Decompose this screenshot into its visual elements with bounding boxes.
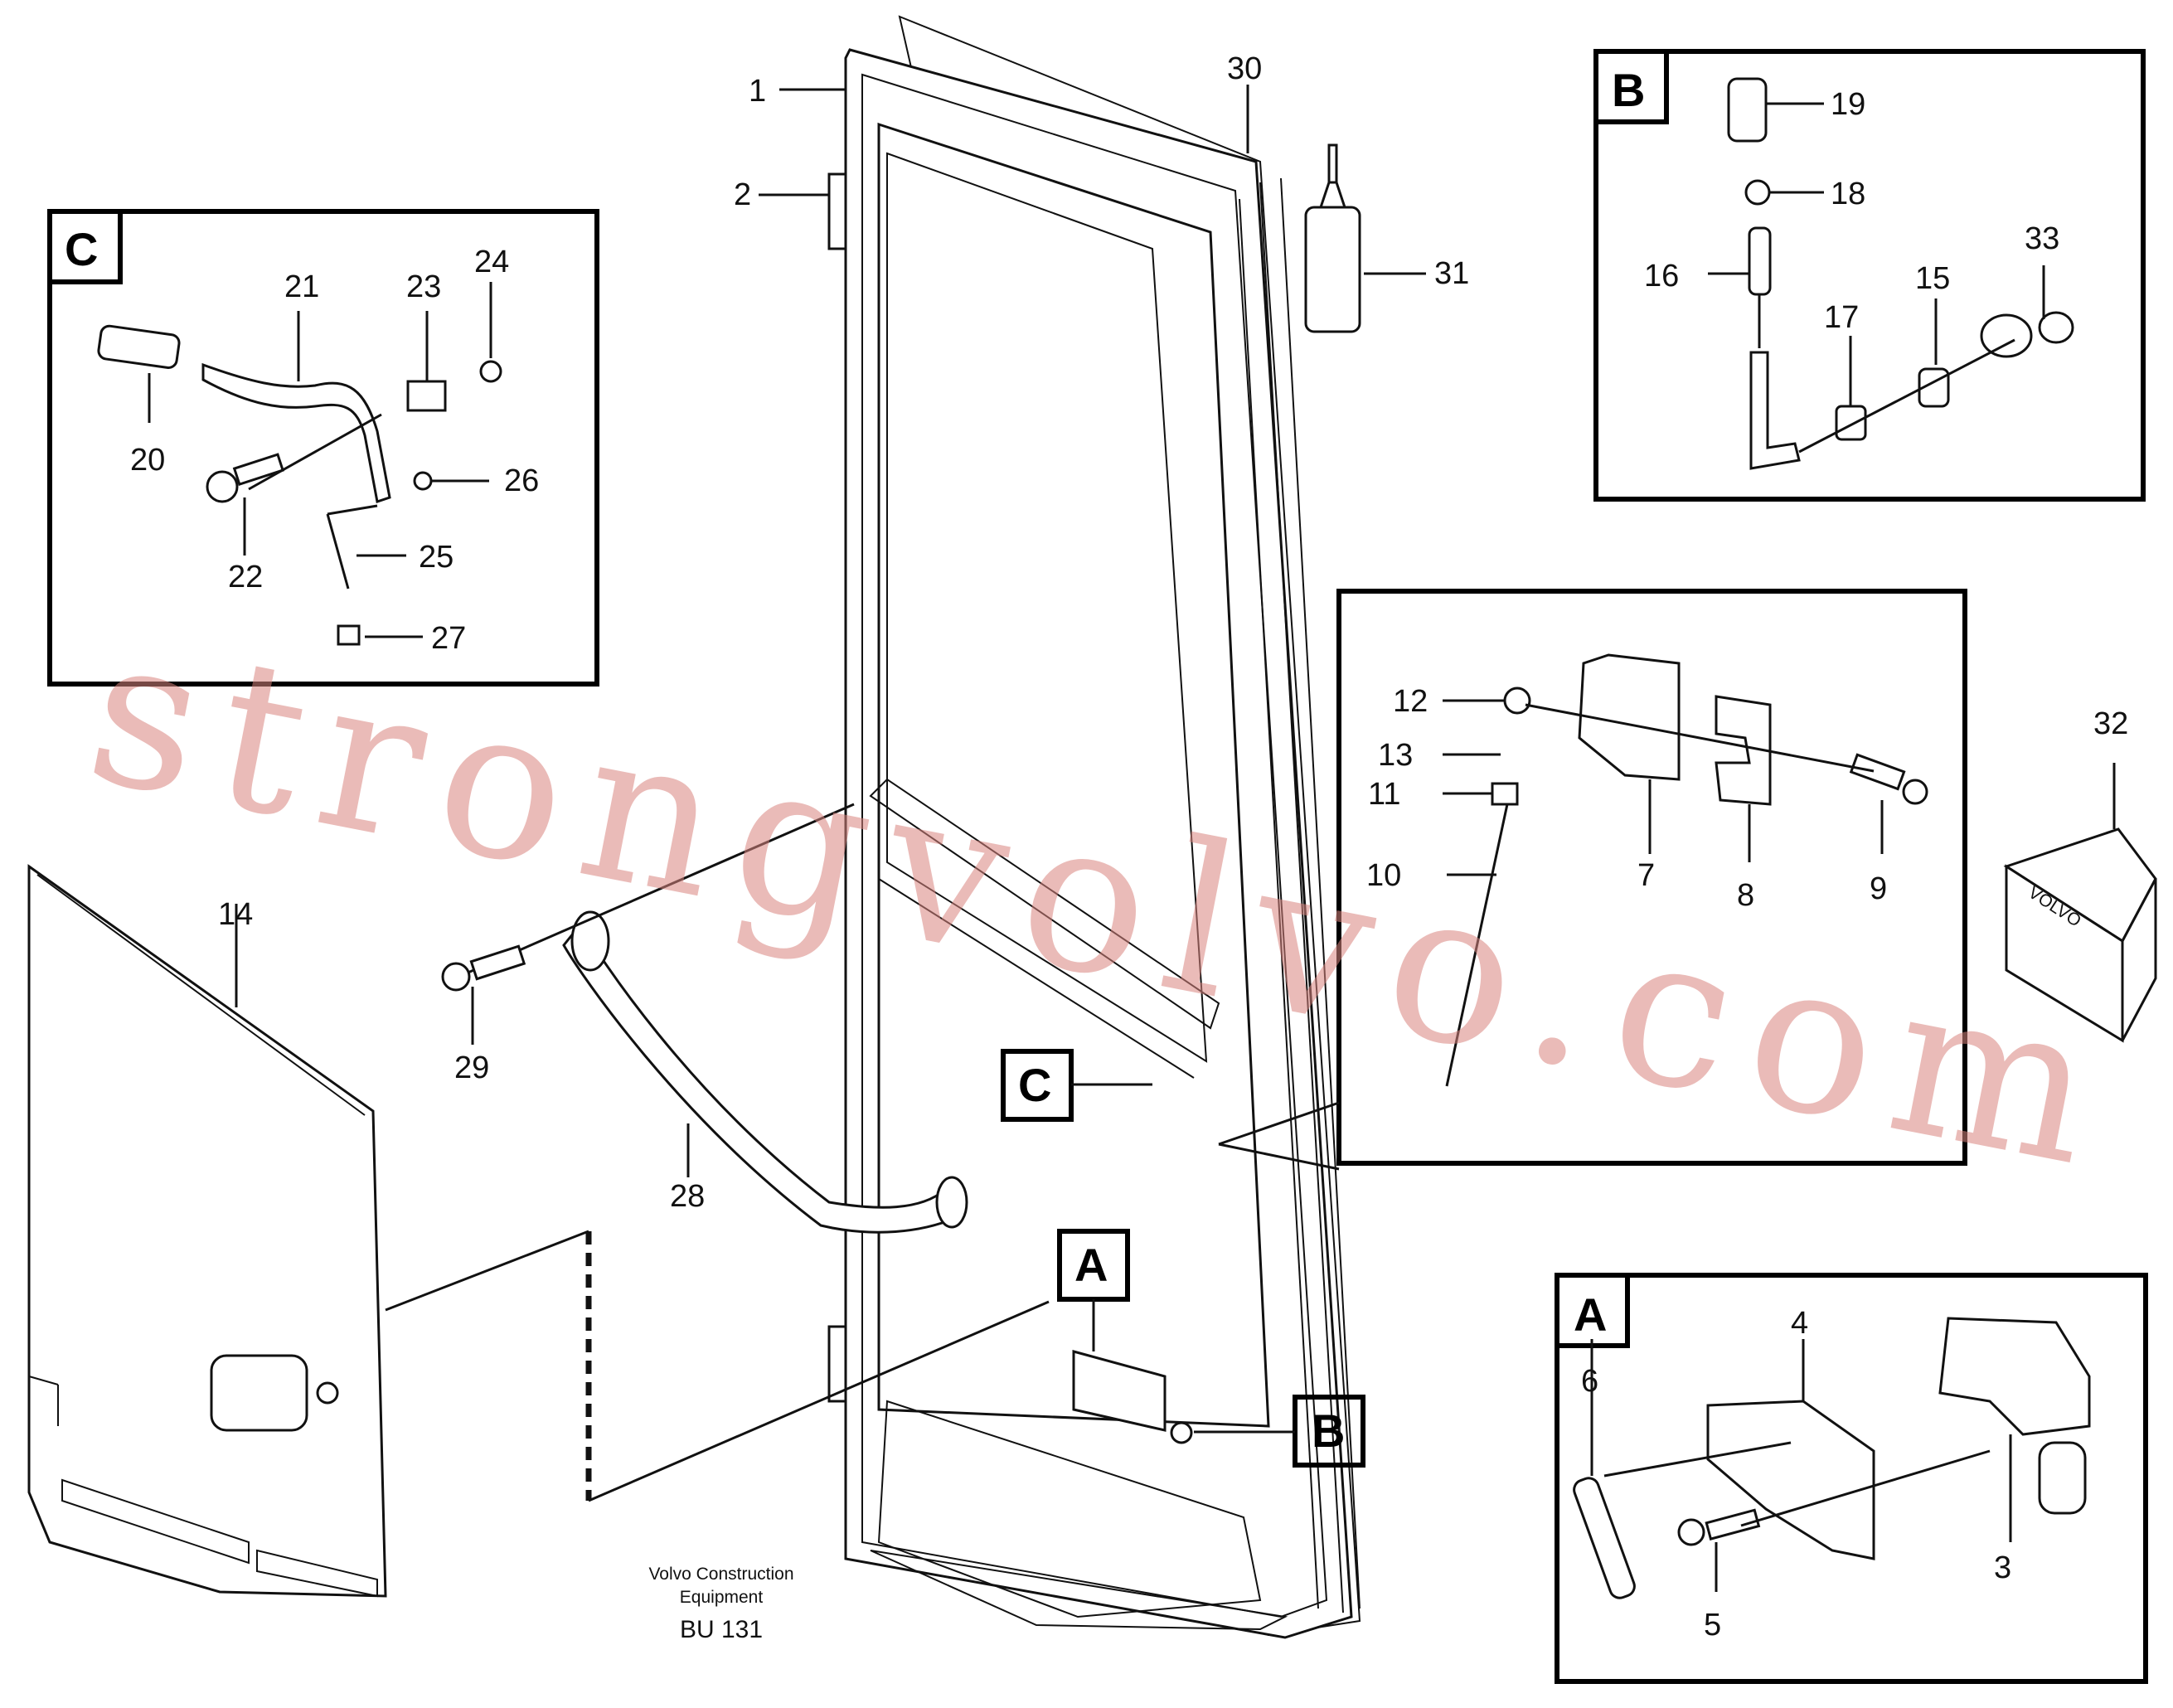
svg-text:C: C (1018, 1059, 1051, 1111)
svg-text:B: B (1312, 1405, 1345, 1457)
callout-30: 30 (1227, 51, 1262, 86)
callout-28: 28 (670, 1179, 705, 1214)
door-assembly (827, 15, 1361, 1639)
grab-handle-28 (463, 803, 968, 1234)
callout-11: 11 (1368, 777, 1400, 812)
callout-box-b: B (1194, 1395, 1365, 1468)
callout-3: 3 (1994, 1550, 2011, 1585)
volvo-box-32: VOLVO (2003, 763, 2157, 1043)
detail-box-c: C (47, 209, 599, 687)
caption-code: BU 131 (680, 1616, 763, 1643)
callout-2: 2 (734, 177, 751, 212)
door-panel-14 (27, 864, 1050, 1598)
callout-15: 15 (1915, 261, 1950, 296)
callout-33: 33 (2025, 221, 2059, 256)
box-a-label: A (1574, 1288, 1607, 1341)
callout-29: 29 (454, 1051, 489, 1085)
callout-labels: 1 2 3 4 5 6 7 8 9 10 11 12 13 14 15 16 1… (130, 51, 2128, 1642)
callout-23: 23 (406, 269, 441, 304)
box-b-label: B (1612, 64, 1645, 116)
callout-24: 24 (474, 245, 509, 279)
svg-text:A: A (1074, 1239, 1108, 1291)
box-c-label: C (65, 223, 98, 275)
callout-6: 6 (1581, 1364, 1598, 1399)
callout-22: 22 (228, 560, 263, 594)
bottle-31 (1304, 143, 1426, 333)
callout-32: 32 (2093, 706, 2128, 741)
detail-box-b: B (1593, 49, 2146, 502)
callout-18: 18 (1831, 177, 1865, 211)
callout-8: 8 (1737, 878, 1754, 913)
bolt-29 (441, 944, 526, 1045)
callout-19: 19 (1831, 87, 1865, 122)
callout-12: 12 (1393, 684, 1428, 719)
callout-4: 4 (1791, 1306, 1808, 1341)
caption-line2: Equipment (680, 1588, 764, 1607)
callout-21: 21 (284, 269, 319, 304)
callout-5: 5 (1704, 1608, 1721, 1642)
callout-31: 31 (1434, 256, 1469, 291)
callout-25: 25 (419, 540, 454, 575)
detail-box-latch (1218, 589, 1967, 1171)
callout-7: 7 (1637, 858, 1655, 893)
caption: Volvo Construction Equipment BU 131 (648, 1565, 793, 1643)
detail-box-a: A (1555, 1273, 2148, 1684)
callout-26: 26 (504, 463, 539, 498)
callout-box-a: A (1057, 1229, 1130, 1351)
callout-16: 16 (1644, 259, 1679, 294)
callout-9: 9 (1870, 871, 1887, 906)
callout-box-c: C (1001, 1049, 1152, 1122)
callout-20: 20 (130, 443, 165, 478)
callout-17: 17 (1824, 300, 1859, 335)
callout-27: 27 (431, 621, 466, 656)
callout-13: 13 (1378, 738, 1413, 773)
callout-1: 1 (749, 74, 766, 109)
callout-10: 10 (1366, 858, 1401, 893)
caption-line1: Volvo Construction (648, 1565, 793, 1584)
callout-14: 14 (218, 897, 253, 932)
